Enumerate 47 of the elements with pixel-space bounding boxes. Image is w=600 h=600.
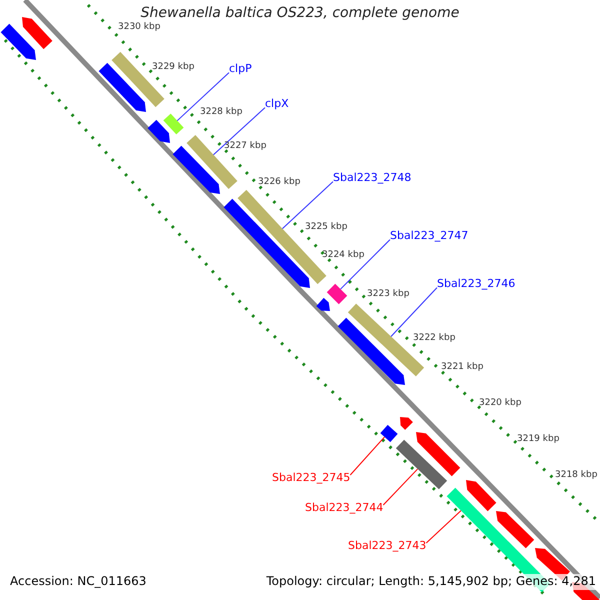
leader-line <box>426 510 462 544</box>
gene-feature <box>466 480 496 512</box>
leader-line <box>176 72 230 122</box>
gene-feature <box>0 24 36 60</box>
scale-label: 3228 kbp <box>200 107 242 118</box>
gene-label: Sbal223_2745 <box>272 472 350 485</box>
gene-label: Sbal223_2746 <box>437 278 516 291</box>
gene-feature <box>148 120 170 143</box>
gene-feature <box>400 417 413 430</box>
scale-label: 3227 kbp <box>224 141 266 152</box>
footer-text: Topology: circular; Length: 5,145,902 bp; Genes: 4,281 <box>264 574 598 590</box>
gene-feature <box>326 284 348 304</box>
leader-line <box>390 287 438 337</box>
scale-label: 3230 kbp <box>118 22 160 32</box>
scale-label: 3223 kbp <box>367 289 410 300</box>
gene-feature <box>496 511 534 548</box>
scale-label: 3221 kbp <box>441 362 484 372</box>
gene-label: Sbal223_2744 <box>305 502 384 515</box>
gene-feature <box>396 440 448 490</box>
gene-label: Sbal223_2748 <box>333 172 412 185</box>
scale-label: 3219 kbp <box>517 434 560 444</box>
gene-feature <box>380 424 398 442</box>
gene-feature <box>98 62 146 112</box>
scale-label: 3220 kbp <box>479 398 522 408</box>
title: Shewanella baltica OS223, complete genome <box>140 5 460 22</box>
scale-label: 3229 kbp <box>152 62 194 72</box>
gene-feature <box>416 432 460 476</box>
leader-line <box>282 181 334 230</box>
scale-label: 3218 kbp <box>555 470 598 480</box>
gene-label: clpP <box>229 63 252 76</box>
gene-feature <box>316 298 330 311</box>
leader-line <box>340 239 390 290</box>
scale-label: 3226 kbp <box>258 177 300 188</box>
leader-line <box>350 436 386 476</box>
scale-label: 3225 kbp <box>305 222 348 232</box>
scale-label: 3222 kbp <box>413 333 456 344</box>
gene-feature <box>338 318 405 385</box>
gene-feature <box>22 17 52 50</box>
leader-line <box>212 107 266 156</box>
scale-label: 3224 kbp <box>322 250 364 260</box>
gene-feature <box>163 114 184 134</box>
footer-text: Accession: NC_011663 <box>8 574 148 590</box>
gene-label: Sbal223_2747 <box>390 230 468 243</box>
leader-line <box>382 468 418 506</box>
gene-label: clpX <box>265 98 289 111</box>
gene-feature <box>172 146 220 194</box>
gene-label: Sbal223_2743 <box>348 540 426 553</box>
